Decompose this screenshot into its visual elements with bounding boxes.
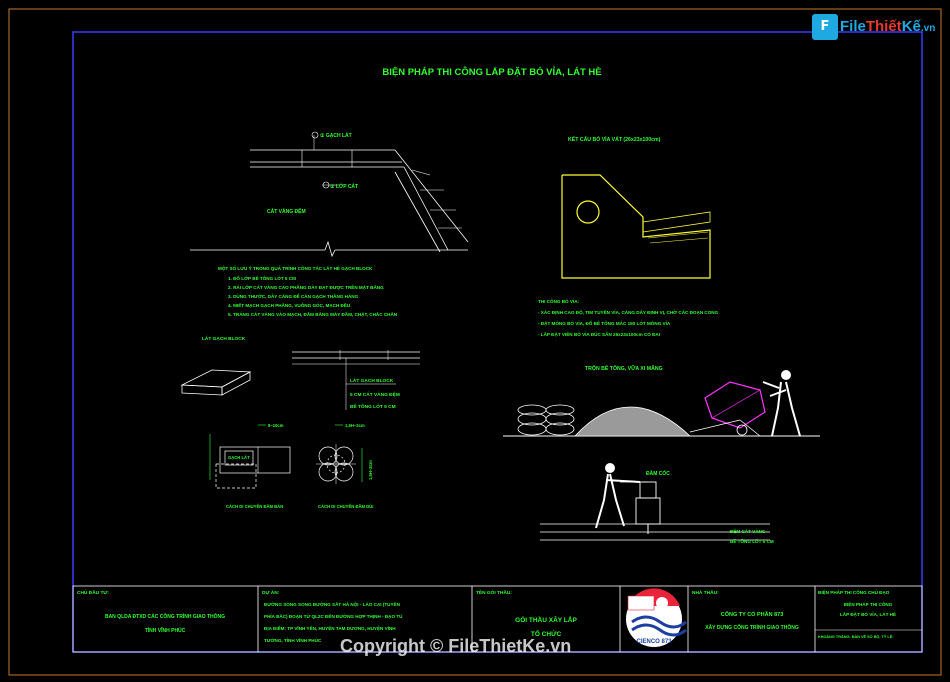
curb-note-1: - XÁC ĐỊNH CAO ĐỘ, TIM TUYẾN VỈA, CĂNG D… xyxy=(538,308,719,315)
paving-note-3: 3. DÙNG THƯỚC, DÂY CĂNG ĐỂ CĂN GẠCH THẲN… xyxy=(228,292,359,299)
block-label: LÁT GẠCH BLOCK xyxy=(202,335,246,342)
title-block-frame xyxy=(72,585,923,653)
caption-plate-compactor: CÁCH DI CHUYỂN ĐẦM BÀN xyxy=(226,504,283,509)
layer-1: ĐỆM CÁT VÀNG xyxy=(730,527,766,534)
contractor-line-2: XÂY DỰNG CÔNG TRÌNH GIAO THÔNG xyxy=(705,623,799,631)
project-line-4: TƯỜNG, TỈNH VĨNH PHÚC xyxy=(264,636,322,643)
mix-title: TRỘN BÊ TÔNG, VỮA XI MĂNG xyxy=(585,364,663,372)
contractor-logo: CIENCO 873 xyxy=(626,588,687,647)
section-label-3: BÊ TÔNG LÓT 5 CM xyxy=(350,402,396,410)
package-line-1: GÓI THẦU XÂY LẮP xyxy=(515,614,577,624)
block-tag: GẠCH LÁT xyxy=(228,455,250,460)
paving-note-1: 1. ĐỔ LỚP BÊ TÔNG LÓT 5 CM xyxy=(228,274,296,281)
curb-note-2: - ĐẶT MÓNG BÓ VỈA, ĐỔ BÊ TÔNG MÁC 150 LÓ… xyxy=(538,319,671,326)
project-line-3: ĐỊA ĐIỂM: TP VĨNH YÊN, HUYỆN TAM DƯƠNG, … xyxy=(264,624,396,631)
paving-note-2: 2. RẢI LỚP CÁT VÀNG CAO PHẲNG DÀY ĐẠT ĐƯ… xyxy=(228,283,384,290)
sheet-line-1: BIỆN PHÁP THI CÔNG xyxy=(844,600,893,607)
logo-mark-icon: F xyxy=(812,14,838,40)
curb-section xyxy=(561,174,711,279)
contractor-head: NHÀ THẦU: xyxy=(692,589,719,596)
sheet-head: BIỆN PHÁP THI CÔNG CHỦ ĐẠO xyxy=(818,588,890,595)
label-sand: CÁT VÀNG ĐỆM xyxy=(267,207,306,215)
paving-section xyxy=(292,350,420,410)
paving-notes-title: MỘT SỐ LƯU Ý TRONG QUÁ TRÌNH CÔNG TÁC LÁ… xyxy=(218,264,373,271)
paving-note-5: 5. TRÁNG CÁT VÀNG VÀO MẠCH, ĐẦM BẰNG MÁY… xyxy=(228,310,398,317)
block-isometric xyxy=(180,369,252,396)
layer-2: BÊ TÔNG LÓT 5 CM xyxy=(730,537,774,544)
dim-c: 1,5H~2cm xyxy=(368,460,373,480)
section-label-1: LÁT GẠCH BLOCK xyxy=(350,377,394,384)
curb-notes-title: THI CÔNG BÓ VỈA: xyxy=(538,297,580,304)
tamping-illustration xyxy=(540,463,770,541)
mixing-illustration xyxy=(503,370,820,437)
caption-vibrator: CÁCH DI CHUYỂN ĐẦM DÙI xyxy=(318,504,373,509)
logo-text: CIENCO 873 xyxy=(636,639,672,645)
label-base: ② LỚP CÁT xyxy=(330,182,358,190)
curb-title: KẾT CẤU BÓ VỈA VÁT (26x23x100cm) xyxy=(568,135,661,143)
tamper-label: ĐẦM CÓC xyxy=(646,469,670,477)
sheet-foot: KHOẢNG TRẮNG: BẢN VẼ SỐ BỘ, TỶ LỆ: xyxy=(818,634,894,639)
paving-note-4: 4. MIẾT MẠCH GẠCH PHẲNG, VUÔNG GÓC, MẠCH… xyxy=(228,301,351,308)
vibrator-pattern xyxy=(316,424,363,484)
curb-note-3: - LẮP ĐẶT VIÊN BÓ VỈA ĐÚC SẴN 26x23x100c… xyxy=(538,330,660,337)
label-brick: ① GẠCH LÁT xyxy=(320,132,352,139)
filethietke-logo[interactable]: F FileThiếtKế.vn xyxy=(812,14,935,42)
package-line-2: TỔ CHỨC xyxy=(531,629,562,638)
investor-line-2: TỈNH VĨNH PHÚC xyxy=(145,627,186,634)
logo-wordmark: FileThiếtKế.vn xyxy=(840,18,936,35)
dim-b: 1,5H~2cm xyxy=(345,423,365,428)
dim-a: 8~10cm xyxy=(268,423,284,428)
plate-compactor-pattern xyxy=(209,424,291,489)
section-label-2: 5 CM CÁT VÀNG ĐỆM xyxy=(350,390,400,398)
paving-perspective xyxy=(190,131,469,258)
project-line-1: ĐƯỜNG SONG SONG ĐƯỜNG SẮT HÀ NỘI - LÀO C… xyxy=(264,600,401,607)
drawing-border xyxy=(72,31,923,653)
investor-head: CHỦ ĐẦU TƯ: xyxy=(77,589,109,596)
contractor-line-1: CÔNG TY CỔ PHẦN 873 xyxy=(721,610,784,618)
package-head: TÊN GÓI THẦU: xyxy=(476,588,512,596)
project-line-2: PHÍA BẮC) ĐOẠN TỪ QL2C ĐẾN ĐƯỜNG HỢP THỊ… xyxy=(264,612,403,619)
project-head: DỰ ÁN: xyxy=(262,589,280,596)
investor-line-1: BAN QLDA ĐTXD CÁC CÔNG TRÌNH GIAO THÔNG xyxy=(105,612,225,620)
drawing-title: BIỆN PHÁP THI CÔNG LẮP ĐẶT BÓ VỈA, LÁT H… xyxy=(382,66,601,78)
sheet-line-2: LẮP ĐẶT BÓ VỈA, LÁT HÈ xyxy=(840,610,896,617)
outer-frame xyxy=(8,8,942,676)
copyright-watermark: Copyright © FileThietKe.vn xyxy=(340,636,572,656)
